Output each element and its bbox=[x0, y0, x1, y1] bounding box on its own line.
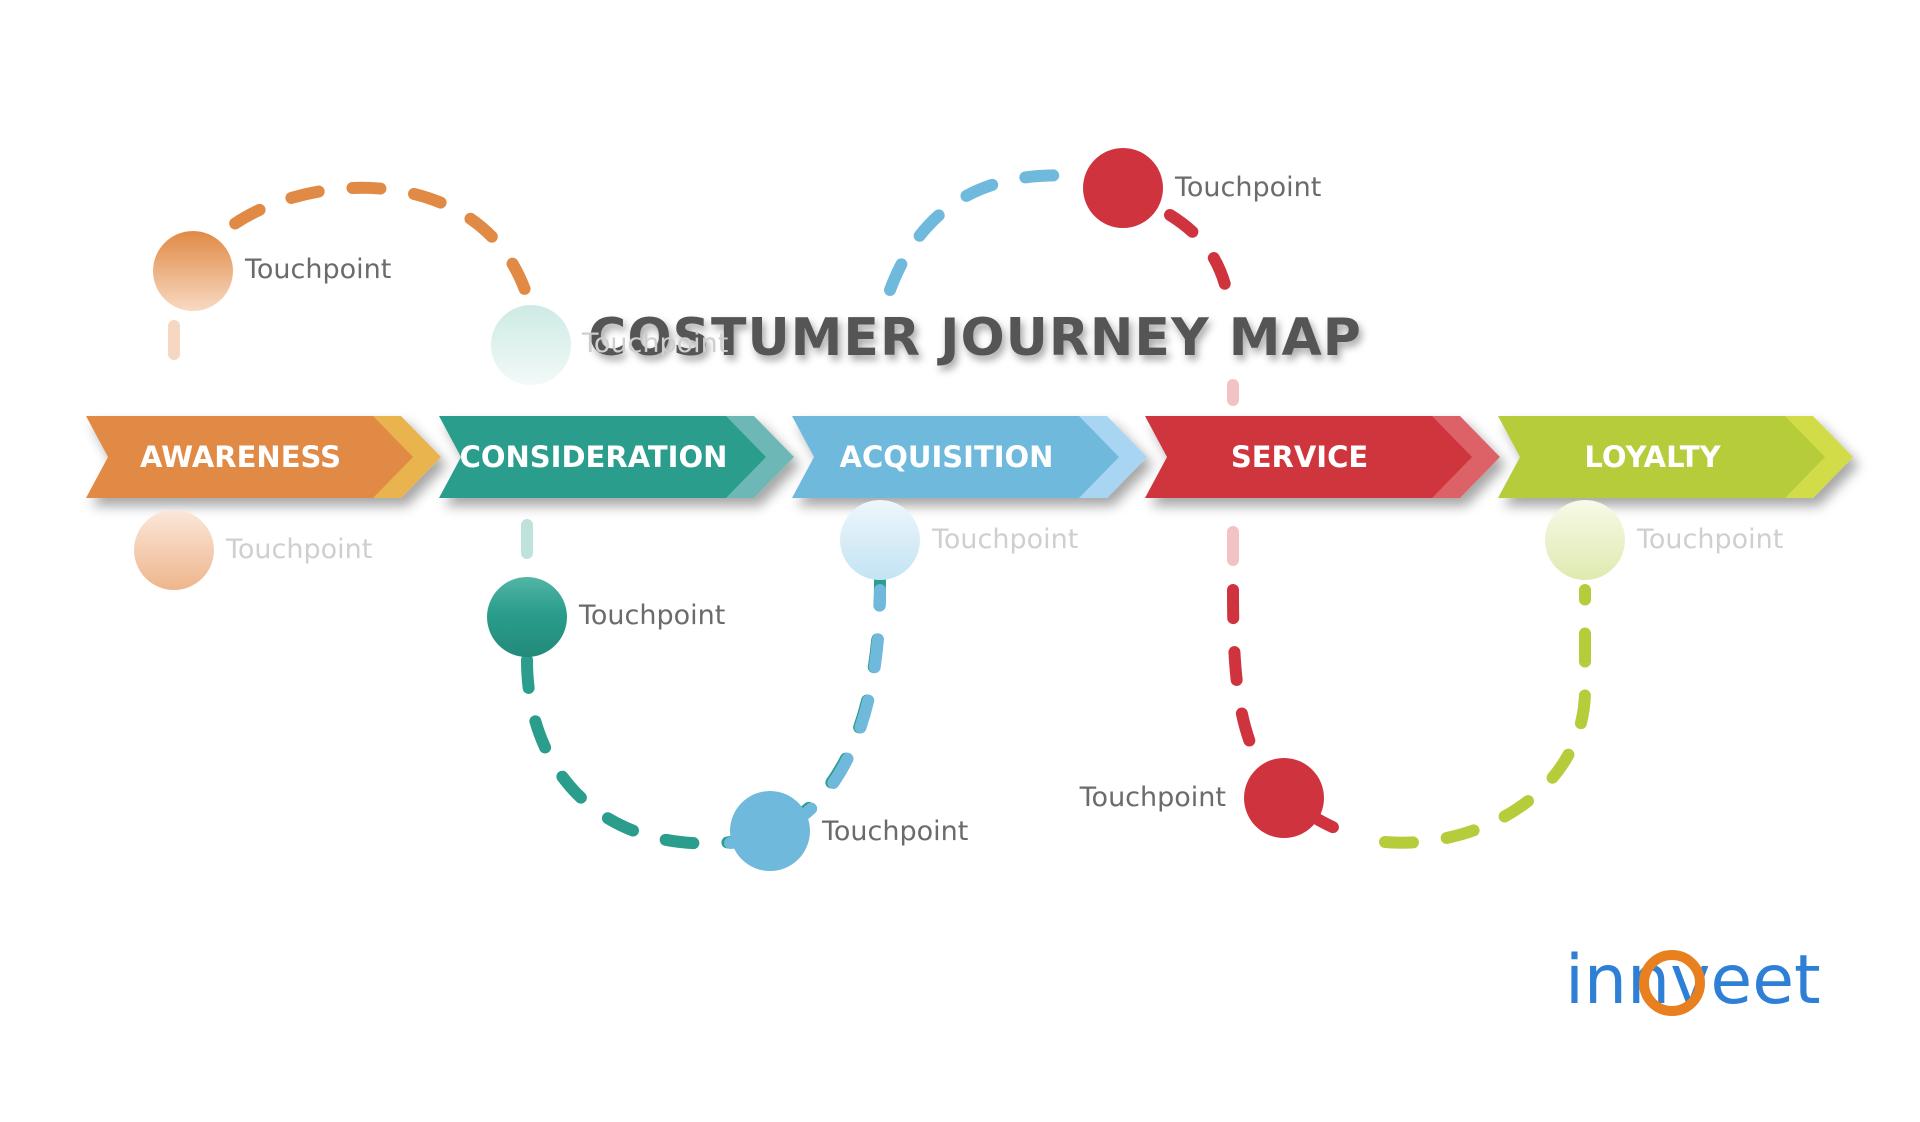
touchpoint-loyalty-label: Touchpoint bbox=[1636, 524, 1783, 555]
stage-arrow-body bbox=[792, 416, 1119, 498]
stage-acquisition: ACQUISITION bbox=[792, 416, 1147, 498]
stage-loyalty: LOYALTY bbox=[1498, 416, 1853, 498]
path-acquisition-arc-bottom bbox=[724, 584, 886, 849]
stage-awareness: AWARENESS bbox=[86, 416, 441, 498]
journey-paths bbox=[168, 169, 1591, 850]
touchpoint-loyalty-node bbox=[1545, 500, 1625, 580]
path-awareness-arc bbox=[187, 181, 531, 296]
stage-arrow-body bbox=[439, 416, 766, 498]
innoveet-logo: innveet bbox=[1565, 941, 1821, 1020]
touchpoint-service-top-node bbox=[1083, 148, 1163, 228]
stage-label: LOYALTY bbox=[1584, 440, 1721, 474]
touchpoint-acquisition-mid-label: Touchpoint bbox=[931, 524, 1078, 555]
stage-label: CONSIDERATION bbox=[460, 440, 728, 474]
touchpoint-awareness-bottom-label: Touchpoint bbox=[225, 534, 372, 565]
stage-arrows: AWARENESS CONSIDERATION ACQUISITION SERVICE… bbox=[86, 416, 1853, 498]
touchpoints: Touchpoint Touchpoint Touchpoint Touchpo… bbox=[134, 148, 1783, 871]
touchpoint-awareness-top-node bbox=[153, 231, 233, 311]
touchpoint-service-top-label: Touchpoint bbox=[1174, 172, 1321, 203]
diagram-title: COSTUMER JOURNEY MAP bbox=[588, 308, 1362, 368]
stage-label: AWARENESS bbox=[140, 440, 341, 474]
touchpoint-acquisition-mid-node bbox=[840, 500, 920, 580]
title-group: COSTUMER JOURNEY MAP bbox=[588, 308, 1362, 368]
logo-part1: in bbox=[1565, 941, 1627, 1020]
stage-label: SERVICE bbox=[1231, 440, 1368, 474]
stage-arrow-body bbox=[1145, 416, 1472, 498]
touchpoint-awareness-top-label: Touchpoint bbox=[244, 254, 391, 285]
touchpoint-awareness-bottom-node bbox=[134, 510, 214, 590]
stage-arrow-body bbox=[1498, 416, 1825, 498]
stage-label: ACQUISITION bbox=[840, 440, 1054, 474]
stage-arrow-body bbox=[86, 416, 413, 498]
stage-service: SERVICE bbox=[1145, 416, 1500, 498]
path-loyalty-arc bbox=[1379, 584, 1591, 849]
touchpoint-service-bottom-node bbox=[1244, 758, 1324, 838]
touchpoint-consideration-bottom-label: Touchpoint bbox=[578, 600, 725, 631]
stage-consideration: CONSIDERATION bbox=[439, 416, 794, 498]
path-acquisition-arc-top bbox=[884, 169, 1081, 296]
touchpoint-consideration-bottom-node bbox=[487, 577, 567, 657]
touchpoint-consideration-top-node bbox=[491, 305, 571, 385]
logo-o-ring bbox=[1639, 950, 1705, 1016]
touchpoint-service-bottom-label: Touchpoint bbox=[1079, 782, 1226, 813]
touchpoint-acquisition-bottom-node bbox=[730, 791, 810, 871]
touchpoint-acquisition-bottom-label: Touchpoint bbox=[821, 816, 968, 847]
path-service-arc-top bbox=[1164, 209, 1236, 316]
touchpoint-consideration-top-label: Touchpoint bbox=[581, 328, 728, 359]
